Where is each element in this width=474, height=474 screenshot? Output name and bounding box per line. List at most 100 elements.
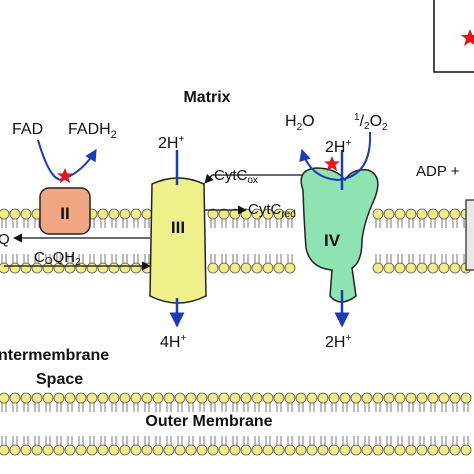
lipid-head xyxy=(20,208,32,220)
lipid-head xyxy=(284,444,296,456)
lipid-head xyxy=(449,444,461,456)
lipid-head xyxy=(295,392,307,404)
reaction-star-icon xyxy=(324,156,340,172)
lipid-head xyxy=(75,444,87,456)
lipid-head xyxy=(416,262,428,274)
lipid-head xyxy=(383,262,395,274)
outer-membrane xyxy=(0,392,472,456)
lipid-head xyxy=(262,208,274,220)
lipid-head xyxy=(185,392,197,404)
lipid-head xyxy=(394,392,406,404)
lipid-head xyxy=(383,444,395,456)
lipid-head xyxy=(0,262,10,274)
lipid-head xyxy=(284,262,296,274)
lipid-head xyxy=(207,392,219,404)
lipid-head xyxy=(273,208,285,220)
proton-top-iv: 2H+ xyxy=(325,138,351,156)
lipid-head xyxy=(394,444,406,456)
lipid-head xyxy=(130,262,142,274)
lipid-head xyxy=(361,392,373,404)
cytc-ox-arrow xyxy=(204,173,302,184)
lipid-head xyxy=(262,444,274,456)
proton-bottom-iii: 4H+ xyxy=(160,333,186,351)
lipid-head xyxy=(251,392,263,404)
lipid-head xyxy=(152,392,164,404)
lipid-head xyxy=(427,444,439,456)
lipid-head xyxy=(9,262,21,274)
legend-star-icon xyxy=(461,29,474,46)
lipid-head xyxy=(207,208,219,220)
lipid-head xyxy=(97,444,109,456)
lipid-head xyxy=(119,262,131,274)
lipid-head xyxy=(394,262,406,274)
lipid-head xyxy=(273,262,285,274)
lipid-head xyxy=(218,208,230,220)
lipid-head xyxy=(53,444,65,456)
lipid-head xyxy=(0,392,10,404)
lipid-head xyxy=(97,208,109,220)
lipid-head xyxy=(141,208,153,220)
adp-label: ADP + xyxy=(416,163,460,180)
complex-iii-label: III xyxy=(171,218,185,237)
lipid-head xyxy=(306,392,318,404)
lipid-head xyxy=(119,392,131,404)
lipid-head xyxy=(207,444,219,456)
lipid-head xyxy=(306,444,318,456)
lipid-head xyxy=(449,262,461,274)
lipid-head xyxy=(108,208,120,220)
lipid-head xyxy=(86,444,98,456)
lipid-head xyxy=(405,444,417,456)
lipid-head xyxy=(251,262,263,274)
lipid-head xyxy=(416,208,428,220)
lipid-head xyxy=(328,392,340,404)
lipid-head xyxy=(163,392,175,404)
lipid-head xyxy=(9,444,21,456)
coqh2-label: COQH2 xyxy=(34,249,81,268)
lipid-head xyxy=(273,392,285,404)
proton-top-iii: 2H+ xyxy=(158,134,184,152)
lipid-head xyxy=(218,392,230,404)
lipid-head xyxy=(108,392,120,404)
lipid-head xyxy=(284,208,296,220)
lipid-head xyxy=(460,444,472,456)
lipid-head xyxy=(361,444,373,456)
lipid-head xyxy=(163,444,175,456)
lipid-head xyxy=(438,262,450,274)
lipid-head xyxy=(405,392,417,404)
lipid-head xyxy=(251,444,263,456)
complex-iv: IV xyxy=(300,150,379,328)
lipid-head xyxy=(284,392,296,404)
lipid-head xyxy=(438,208,450,220)
lipid-head xyxy=(130,208,142,220)
cytc-ox-label: CytCox xyxy=(214,167,258,186)
lipid-head xyxy=(31,444,43,456)
lipid-head xyxy=(405,262,417,274)
water-label: H2O xyxy=(285,113,315,133)
fadh2-label: FADH2 xyxy=(68,121,117,141)
lipid-head xyxy=(174,444,186,456)
lipid-head xyxy=(460,392,472,404)
intermembrane-label: ntermembrane xyxy=(0,347,109,364)
lipid-head xyxy=(229,444,241,456)
lipid-head xyxy=(20,392,32,404)
lipid-head xyxy=(383,392,395,404)
atp-synthase-edge xyxy=(465,199,474,271)
lipid-head xyxy=(20,262,32,274)
lipid-head xyxy=(130,444,142,456)
lipid-head xyxy=(416,444,428,456)
lipid-head xyxy=(9,392,21,404)
half-oxygen-label: 1/2O2 xyxy=(354,112,388,133)
legend-box xyxy=(433,0,474,73)
complex-iii: III xyxy=(149,150,207,328)
lipid-head xyxy=(53,392,65,404)
complex-iv-label: IV xyxy=(324,231,341,250)
cytc-red-label: CytCred xyxy=(248,201,296,220)
lipid-head xyxy=(9,208,21,220)
lipid-head xyxy=(372,262,384,274)
lipid-head xyxy=(75,392,87,404)
lipid-head xyxy=(86,392,98,404)
lipid-head xyxy=(86,262,98,274)
lipid-head xyxy=(372,444,384,456)
reaction-star-icon xyxy=(57,168,73,184)
